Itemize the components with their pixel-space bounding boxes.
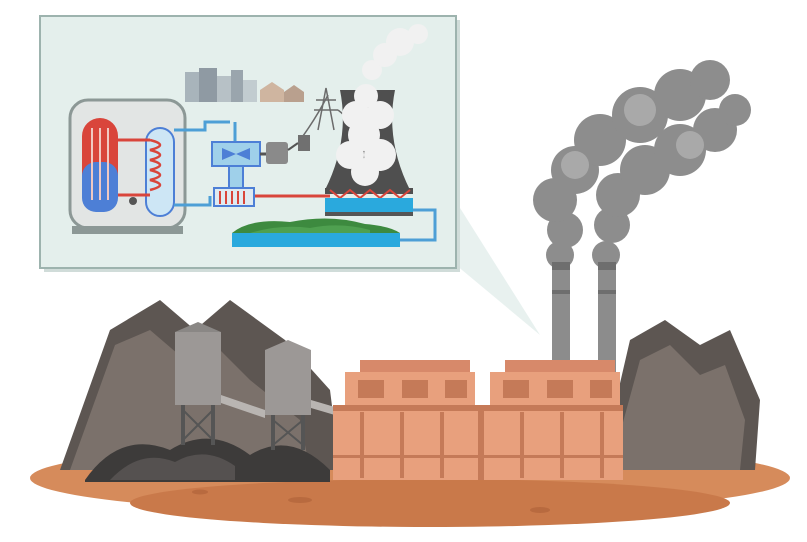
smokestack-icon [552,262,616,372]
generator-icon [260,135,310,164]
mountains-right [600,320,760,470]
smoke-highlight [561,94,704,179]
turbine-icon [211,141,261,207]
water-source [232,218,400,247]
coal-silo-icon [175,322,345,450]
callout-pointer [450,200,540,335]
factory-building-icon [333,360,623,480]
cooling-tower-icon [325,24,428,216]
city-skyline-icon [185,68,304,102]
smoke-plume [533,60,751,269]
coal-pile-icon [85,438,330,482]
reactor-icon [68,98,187,234]
